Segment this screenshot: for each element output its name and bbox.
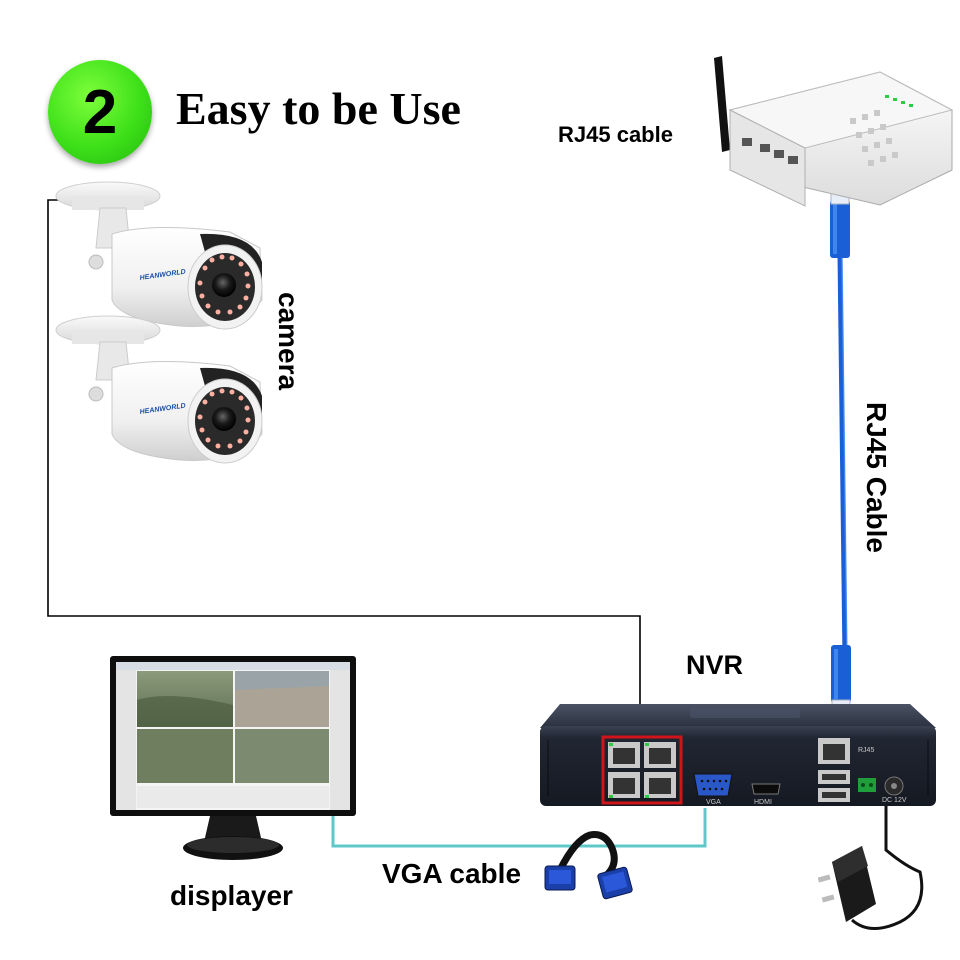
step-number: 2	[82, 77, 118, 147]
step-number-badge: 2	[48, 60, 152, 164]
svg-text:VGA: VGA	[706, 799, 721, 806]
svg-text:RJ45: RJ45	[858, 747, 874, 754]
vga-cable-label: VGA cable	[382, 858, 522, 889]
camera-label: camera	[273, 292, 304, 391]
diagram-title: Easy to be Use	[176, 83, 461, 134]
rj45-cable-label-top: RJ45 cable	[558, 122, 673, 147]
nvr-label: NVR	[686, 650, 744, 680]
monitor-icon	[110, 656, 356, 860]
camera-icon: HEANWORLD	[55, 315, 263, 464]
svg-text:HDMI: HDMI	[754, 799, 772, 806]
rj45-cable-label-side: RJ45 Cable	[861, 402, 892, 553]
rj45-cable-line	[830, 189, 851, 723]
vga-connector-icon	[544, 831, 633, 900]
displayer-label: displayer	[170, 880, 293, 911]
power-adapter-icon	[817, 806, 924, 930]
camera-icon: HEANWORLD	[55, 181, 263, 330]
svg-text:DC 12V: DC 12V	[882, 797, 907, 804]
router-icon	[714, 56, 954, 207]
nvr-icon: VGA HDMI RJ45 DC 12V	[540, 704, 936, 806]
camera-cable	[47, 199, 641, 738]
